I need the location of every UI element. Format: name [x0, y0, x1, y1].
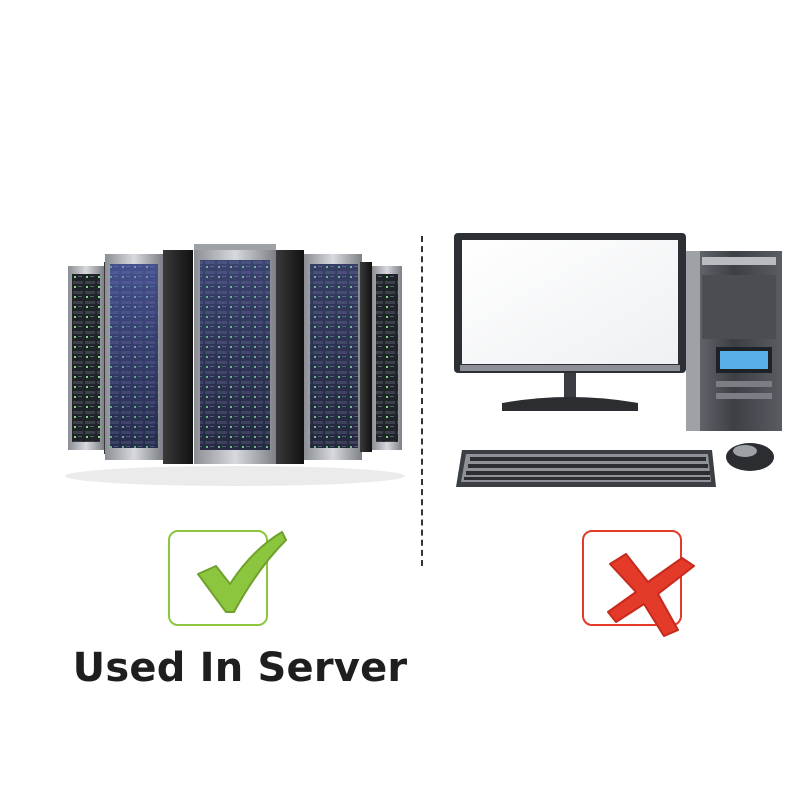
dashed-divider [421, 236, 423, 566]
desktop-pc-illustration [454, 233, 782, 487]
server-racks-illustration [65, 244, 405, 486]
monitor [454, 233, 686, 411]
approved-box [168, 530, 268, 626]
caption-used-in-server: Used In Server [72, 645, 408, 691]
rejected-box [582, 530, 682, 626]
server-rack [105, 250, 193, 464]
server-rack [276, 250, 362, 464]
keyboard [456, 450, 716, 487]
checkmark-icon [197, 531, 287, 613]
server-rack [194, 244, 276, 464]
mouse [726, 443, 774, 471]
pc-tower [686, 251, 782, 431]
x-mark-icon [607, 553, 695, 637]
server-rack [360, 262, 402, 452]
